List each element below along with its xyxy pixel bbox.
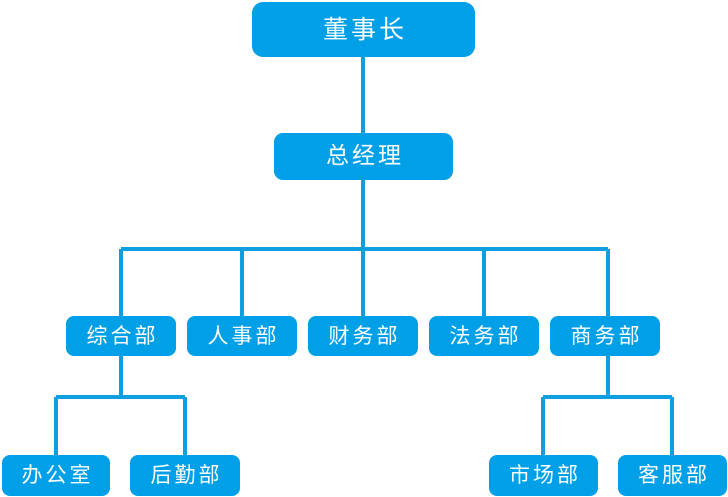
- node-business-label: 商务部: [570, 323, 643, 348]
- node-human-resources[interactable]: 人事部: [187, 316, 297, 356]
- node-marketing[interactable]: 市场部: [489, 455, 598, 496]
- node-customer-service[interactable]: 客服部: [618, 455, 727, 496]
- node-customer-service-label: 客服部: [638, 463, 710, 487]
- node-logistics[interactable]: 后勤部: [130, 455, 240, 496]
- node-human-resources-label: 人事部: [207, 323, 280, 348]
- node-general-manager[interactable]: 总经理: [274, 133, 453, 180]
- node-office-label: 办公室: [21, 463, 94, 487]
- node-office[interactable]: 办公室: [2, 455, 110, 496]
- node-finance[interactable]: 财务部: [308, 316, 418, 356]
- node-general-manager-label: 总经理: [326, 143, 404, 169]
- node-chairman-label: 董事长: [322, 15, 407, 44]
- node-marketing-label: 市场部: [509, 463, 581, 487]
- node-business[interactable]: 商务部: [550, 316, 660, 356]
- node-legal-label: 法务部: [449, 323, 522, 348]
- node-chairman[interactable]: 董事长: [252, 2, 475, 57]
- node-logistics-label: 后勤部: [150, 463, 223, 487]
- node-finance-label: 财务部: [328, 323, 401, 348]
- node-general-affairs-label: 综合部: [86, 323, 159, 348]
- node-legal[interactable]: 法务部: [429, 316, 539, 356]
- node-general-affairs[interactable]: 综合部: [66, 316, 176, 356]
